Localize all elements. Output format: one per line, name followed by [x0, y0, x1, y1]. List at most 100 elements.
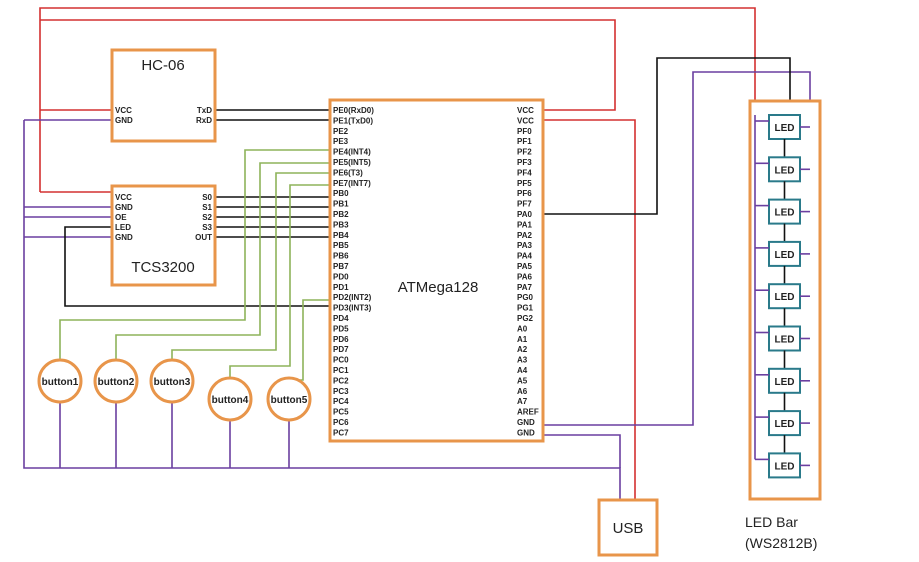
- tcs-pin-s2: S2: [202, 213, 212, 222]
- mcu-left-pin: PE2: [333, 127, 349, 136]
- mcu-right-pin: PA1: [517, 220, 533, 229]
- mcu-right-pin: PF7: [517, 200, 532, 209]
- tcs-pin-led: LED: [115, 223, 131, 232]
- usb-connector: USB: [597, 498, 659, 557]
- mcu-left-pin: PE1(TxD0): [333, 116, 373, 125]
- mcu-right-pin: PA5: [517, 262, 533, 271]
- mcu-left-pin: PE5(INT5): [333, 158, 371, 167]
- mcu-right-pin: A7: [517, 397, 528, 406]
- tcs-pin-gnd2: GND: [115, 233, 133, 242]
- wire-gnd-buttons: [59, 402, 290, 468]
- mcu-right-pin: PF3: [517, 158, 532, 167]
- wire-button1: [59, 149, 333, 360]
- mcu-right-pin: PA3: [517, 241, 533, 250]
- mcu-right-pin: AREF: [517, 408, 539, 417]
- mcu-left-pin: PC2: [333, 376, 349, 385]
- tcs-pin-s0: S0: [202, 193, 212, 202]
- mcu-left-pin: PB7: [333, 262, 349, 271]
- mcu-right-pin: PF4: [517, 168, 532, 177]
- wire-vcc-mcu-top: [40, 19, 616, 111]
- button5: button5: [266, 376, 312, 422]
- mcu-right-pin: PG1: [517, 304, 534, 313]
- button4: button4: [207, 376, 253, 422]
- wire-button2: [115, 162, 333, 360]
- mcu-left-pin: PB0: [333, 189, 349, 198]
- wire-vcc-usb: [543, 119, 636, 500]
- tcs3200-module: VCC GND OE LED GND S0 S1 S2 S3 OUT TCS32…: [110, 184, 217, 287]
- button3-label: button3: [154, 377, 191, 388]
- mcu-left-pin: PC5: [333, 408, 349, 417]
- mcu-left-pin: PD1: [333, 283, 349, 292]
- mcu-left-pin: PC1: [333, 366, 349, 375]
- tcs-pin-s1: S1: [202, 203, 212, 212]
- led-label: LED: [775, 461, 795, 472]
- mcu-right-pin: A0: [517, 324, 528, 333]
- led-box: [768, 283, 801, 310]
- hc06-module: HC-06 VCC GND TxD RxD: [110, 48, 217, 143]
- mcu-right-pin: PF6: [517, 189, 532, 198]
- mcu-right-pin: GND: [517, 428, 535, 437]
- wire-gnd-main: [23, 120, 621, 500]
- mcu-right-pin: PF0: [517, 127, 532, 136]
- tcs-pin-vcc: VCC: [115, 193, 132, 202]
- mcu-left-pin: PD0: [333, 272, 349, 281]
- mcu-right-pin: A3: [517, 356, 528, 365]
- led-bar-caption-line2: (WS2812B): [745, 535, 817, 551]
- mcu-left-pins: PE0(RxD0)PE1(TxD0)PE2PE3PE4(INT4)PE5(INT…: [333, 106, 374, 437]
- mcu-left-pin: PB3: [333, 220, 349, 229]
- mcu-left-pin: PD2(INT2): [333, 293, 372, 302]
- wire-vcc-top-loop: [39, 7, 756, 192]
- mcu-left-pin: PE3: [333, 137, 349, 146]
- hc06-pin-gnd: GND: [115, 116, 133, 125]
- led-label: LED: [775, 377, 795, 388]
- mcu-right-pin: VCC: [517, 106, 534, 115]
- mcu-left-pin: PD7: [333, 345, 349, 354]
- mcu-right-pins: VCCVCCPF0PF1PF2PF3PF4PF5PF6PF7PA0PA1PA2P…: [517, 106, 539, 437]
- mcu-right-pin: PG2: [517, 314, 534, 323]
- mcu-right-pin: PA2: [517, 231, 533, 240]
- led-bar-caption-line1: LED Bar: [745, 514, 798, 530]
- led-box: [768, 240, 801, 267]
- mcu-left-pin: PC0: [333, 356, 349, 365]
- led-label: LED: [775, 419, 795, 430]
- wire-pa0-ledbar: [543, 57, 791, 215]
- wire-button4: [229, 184, 333, 380]
- mcu-right-pin: PA4: [517, 252, 533, 261]
- mcu-left-pin: PE6(T3): [333, 168, 363, 177]
- mcu-left-pin: PE7(INT7): [333, 179, 371, 188]
- tcs-pin-out: OUT: [195, 233, 212, 242]
- mcu-right-pin: PF1: [517, 137, 532, 146]
- buttons: button1 button2 button3 button4 button5: [37, 358, 312, 422]
- hc06-pin-vcc: VCC: [115, 106, 132, 115]
- mcu-right-pin: PF5: [517, 179, 532, 188]
- wire-button5: [289, 299, 333, 381]
- mcu-left-pin: PB6: [333, 252, 349, 261]
- wire-led-pd1: [64, 226, 333, 307]
- button5-label: button5: [271, 395, 308, 406]
- mcu-right-pin: PA0: [517, 210, 533, 219]
- mcu-right-pin: PA6: [517, 272, 533, 281]
- mcu-left-pin: PC6: [333, 418, 349, 427]
- tcs3200-title: TCS3200: [131, 259, 194, 276]
- mcu-left-pin: PB5: [333, 241, 349, 250]
- mcu-right-pin: A1: [517, 335, 528, 344]
- mcu-right-pin: PA7: [517, 283, 533, 292]
- button2-label: button2: [98, 377, 135, 388]
- led-label: LED: [775, 208, 795, 219]
- mcu-left-pin: PC4: [333, 397, 349, 406]
- mcu-right-pin: A6: [517, 387, 528, 396]
- mcu-left-pin: PE0(RxD0): [333, 106, 374, 115]
- mcu-left-pin: PD6: [333, 335, 349, 344]
- tcs-pin-s3: S3: [202, 223, 212, 232]
- mcu-left-pin: PD4: [333, 314, 349, 323]
- button2: button2: [93, 358, 139, 404]
- mcu-left-pin: PD3(INT3): [333, 304, 372, 313]
- tcs-pin-gnd: GND: [115, 203, 133, 212]
- wire-button3: [171, 172, 333, 360]
- hc06-pin-txd: TxD: [197, 106, 212, 115]
- hc06-pin-rxd: RxD: [196, 116, 212, 125]
- mcu-left-pin: PC3: [333, 387, 349, 396]
